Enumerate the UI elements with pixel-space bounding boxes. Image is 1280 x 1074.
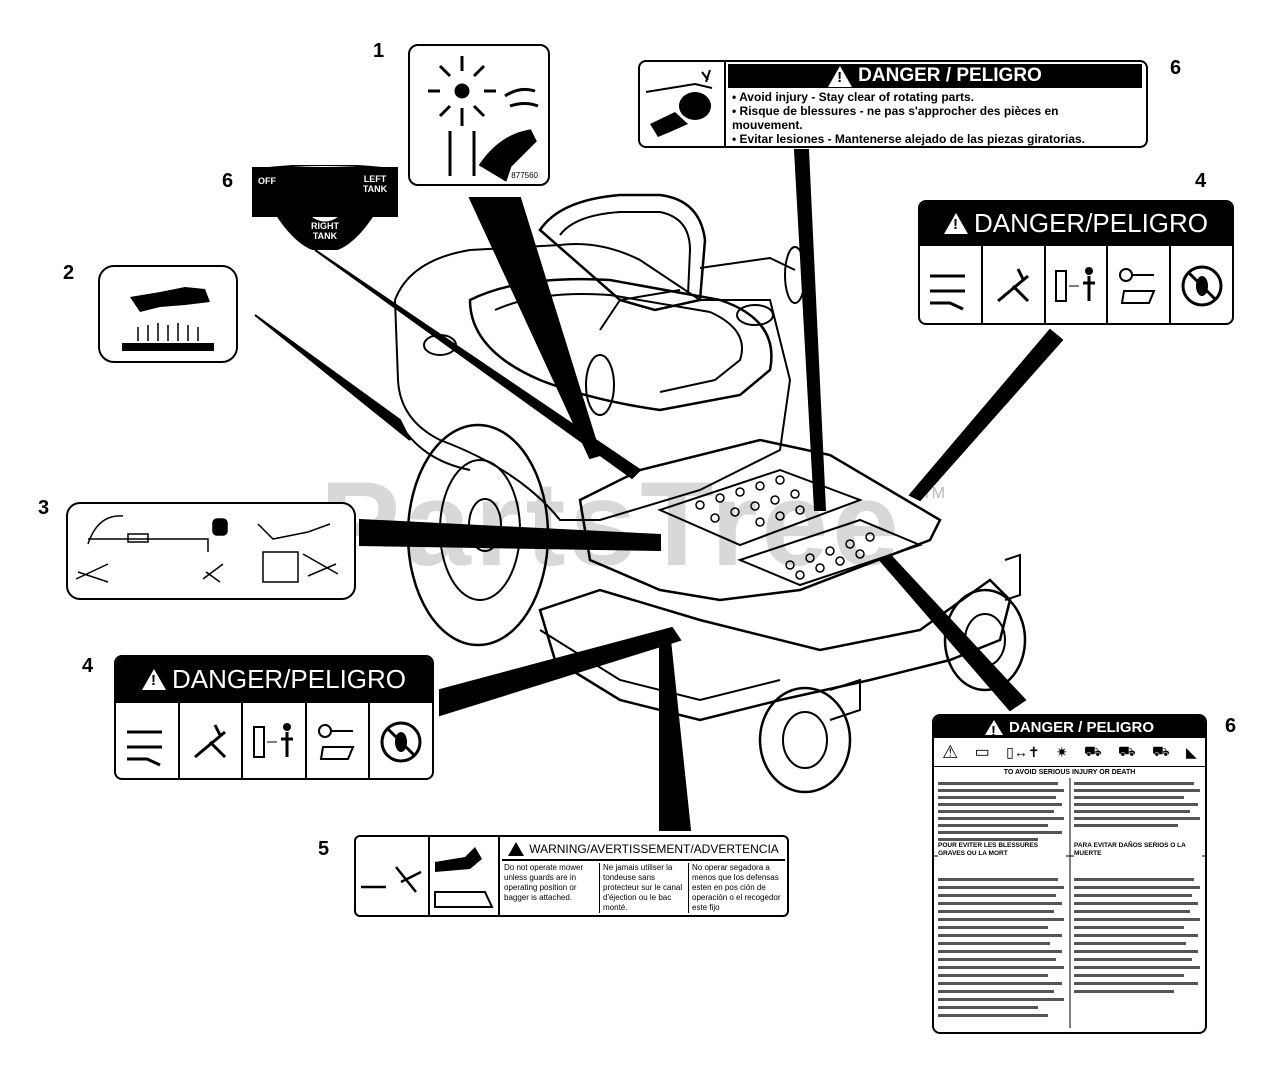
park-brake-diagram-icon xyxy=(75,515,339,583)
leader-3 xyxy=(359,518,661,552)
hot-surface-icon xyxy=(122,287,214,351)
leader-1 xyxy=(468,197,602,460)
decal-6-es-heading: PARA EVITAR DAÑOS SERIOS O LA MUERTE xyxy=(1074,842,1202,857)
callout-3: 3 xyxy=(38,497,50,519)
slope-icon: ◣ xyxy=(1186,743,1197,760)
remove-key-icon xyxy=(307,703,371,780)
decal-4-bottom: DANGER/PELIGRO xyxy=(114,655,434,780)
leader-4-top xyxy=(908,328,1064,502)
decal-6-fr-heading: POUR EVITER LES BLESSURES GRAVES OU LA M… xyxy=(938,842,1066,857)
decal-5-text-en: Do not operate mower unless guards are i… xyxy=(504,863,584,902)
warning-thrown-object-pictogram xyxy=(356,837,430,915)
rider-icon: ⛟ xyxy=(1084,742,1102,759)
decal-6-to-avoid: TO AVOID SERIOUS INJURY OR DEATH xyxy=(1003,769,1136,776)
decal-5-text-es: No operar segadora a menos que los defen… xyxy=(688,863,787,913)
callout-6-fuel: 6 xyxy=(222,170,234,192)
decal-6-instructions: DANGER / PELIGRO ⚠ ▭ ▯↔✝ ✷ ⛟ ⛟ ⛟ ◣ TO AV… xyxy=(932,714,1207,1034)
remove-key-icon xyxy=(1108,246,1172,325)
callout-4-top: 4 xyxy=(1195,170,1207,192)
decal-6-rotating-parts: DANGER / PELIGRO • Avoid injury - Stay c… xyxy=(638,60,1148,148)
manual-icon: ▭ xyxy=(974,744,990,761)
decal-5-warning: WARNING/AVERTISSEMENT/ADVERTENCIA Do not… xyxy=(354,835,789,917)
fuel-off-label: OFF xyxy=(258,176,276,186)
decal-3-park-brake xyxy=(66,502,356,600)
decal-5-header: WARNING/AVERTISSEMENT/ADVERTENCIA xyxy=(502,839,785,861)
keep-distance-icon xyxy=(243,703,307,780)
manual-icon xyxy=(920,246,983,325)
decal-6-line-fr: • Risque de blessures - ne pas s'approch… xyxy=(732,104,1059,132)
fuel-left-tank-label: LEFT TANK xyxy=(362,174,388,194)
thrown-object-icon xyxy=(180,703,244,780)
decal-4-top-pictograms xyxy=(920,244,1232,325)
warning-guard-pictogram xyxy=(430,837,500,915)
decal-fuel-selector xyxy=(251,165,399,250)
manual-icon xyxy=(116,703,180,780)
child-icon: ⛟ xyxy=(1118,742,1136,759)
warning-triangle-icon: ⚠ xyxy=(942,741,959,762)
callout-1: 1 xyxy=(373,40,385,62)
thrown-object-icon xyxy=(983,246,1046,325)
leader-5 xyxy=(659,639,692,831)
tow-icon: ⛟ xyxy=(1152,742,1170,759)
hand-roller-icon xyxy=(645,69,713,137)
decal-5-text-fr: Ne jamais utiliser la tondeuse sans prot… xyxy=(599,863,688,913)
leader-4-bottom xyxy=(439,626,682,717)
decal-6-line-en: • Avoid injury - Stay clear of rotating … xyxy=(732,90,975,104)
decal-6-line-es: • Evitar lesiones - Mantenerse alejado d… xyxy=(732,132,1086,146)
callout-4-bottom: 4 xyxy=(82,655,94,677)
callout-2: 2 xyxy=(63,262,75,284)
decal-4-bottom-pictograms xyxy=(116,701,432,780)
decal-6-pictogram-strip: ⚠ ▭ ▯↔✝ ✷ ⛟ ⛟ ⛟ ◣ xyxy=(934,738,1205,767)
callout-5: 5 xyxy=(318,838,330,860)
keep-distance-icon: ▯↔✝ xyxy=(1006,743,1040,760)
decal-6-text-block xyxy=(934,777,1205,1028)
callout-6-top: 6 xyxy=(1170,57,1182,79)
thrown-object-icon: ✷ xyxy=(1055,743,1068,760)
leader-6-top xyxy=(793,149,827,511)
keep-distance-icon xyxy=(1046,246,1109,325)
no-foot-icon xyxy=(1171,246,1232,325)
decal-6-bottom-header: DANGER / PELIGRO xyxy=(934,716,1205,740)
decal-4-top: DANGER/PELIGRO xyxy=(918,200,1234,325)
rotating-parts-pictogram xyxy=(640,62,726,146)
no-foot-icon xyxy=(370,703,432,780)
callout-6-bottom: 6 xyxy=(1225,715,1237,737)
decal-4-bottom-header: DANGER/PELIGRO xyxy=(116,657,432,701)
decal-6-top-text: • Avoid injury - Stay clear of rotating … xyxy=(732,90,1132,146)
decal-2-hot-surface xyxy=(98,265,238,363)
decal-6-top-header: DANGER / PELIGRO xyxy=(728,64,1142,88)
leader-2 xyxy=(254,314,411,441)
fuel-right-tank-label: RIGHT TANK xyxy=(311,221,339,241)
decal-1-code: 877560 xyxy=(511,171,538,180)
hand-blade-icon xyxy=(428,56,539,182)
decal-4-top-header: DANGER/PELIGRO xyxy=(920,202,1232,244)
decal-1-blade-hazard: 877560 xyxy=(408,44,550,186)
